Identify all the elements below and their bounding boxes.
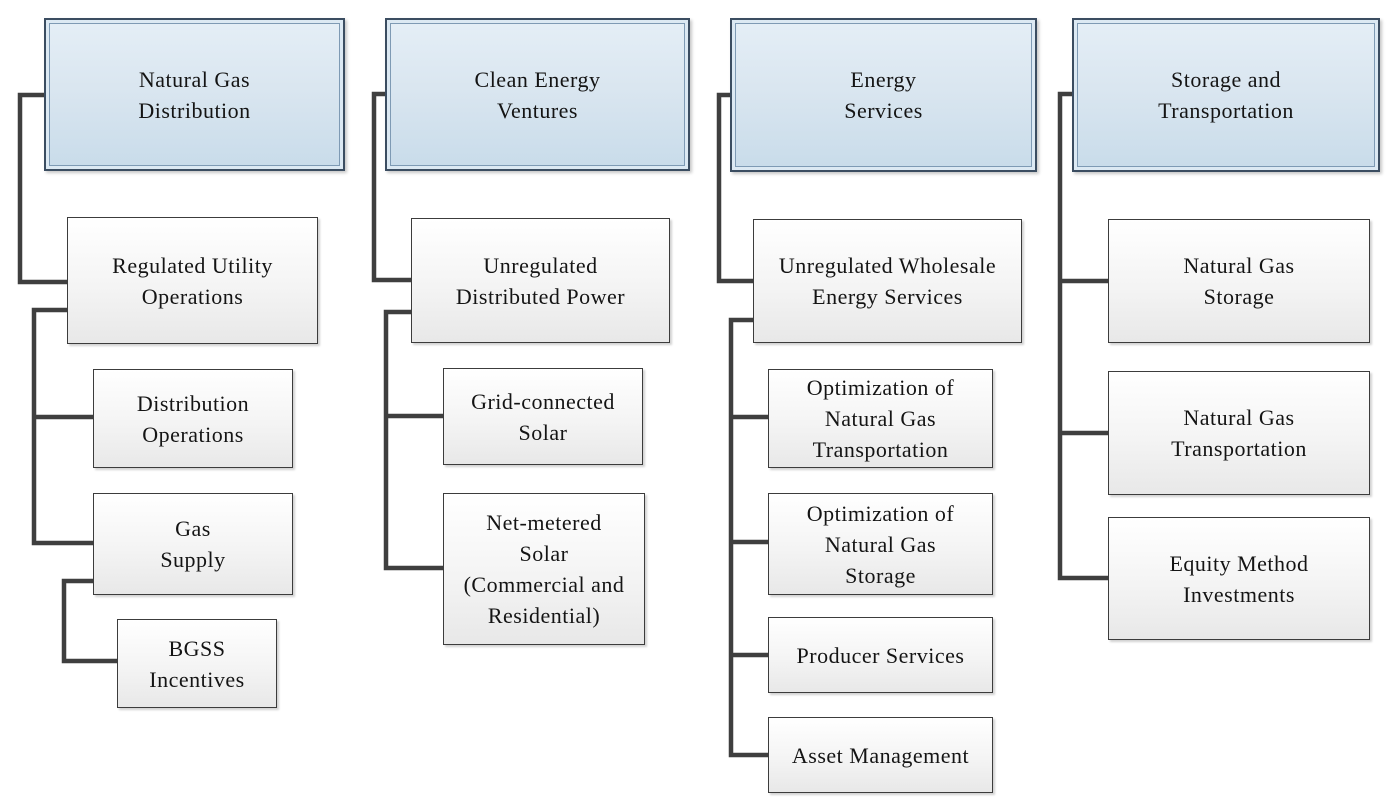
node-optimization-natural-gas-storage: Optimization of Natural Gas Storage xyxy=(768,493,993,595)
node-distribution-operations-label: Distribution Operations xyxy=(136,390,250,447)
connector-distributed-power-to-children xyxy=(383,309,443,571)
segment-storage-and-transportation-panel: Storage and Transportation xyxy=(1077,23,1375,167)
node-unregulated-distributed-power-label: Unregulated Distributed Power xyxy=(455,252,626,309)
connector-wholesale-to-children xyxy=(728,317,768,758)
node-grid-connected-solar-label: Grid-connected Solar xyxy=(471,388,615,445)
segment-energy-services-panel: Energy Services xyxy=(735,23,1032,167)
node-natural-gas-transportation: Natural Gas Transportation xyxy=(1108,371,1370,495)
node-grid-connected-solar: Grid-connected Solar xyxy=(443,368,643,465)
segment-natural-gas-distribution: Natural Gas Distribution xyxy=(44,18,345,171)
node-bgss-incentives-label: BGSS Incentives xyxy=(149,635,245,692)
segment-clean-energy-ventures-panel: Clean Energy Ventures xyxy=(390,23,685,166)
node-gas-supply-label: Gas Supply xyxy=(160,516,226,572)
node-bgss-incentives: BGSS Incentives xyxy=(117,619,277,708)
node-unregulated-wholesale-energy-services-label: Unregulated Wholesale Energy Services xyxy=(778,253,997,309)
segment-natural-gas-distribution-panel: Natural Gas Distribution xyxy=(49,23,340,166)
node-unregulated-distributed-power: Unregulated Distributed Power xyxy=(411,218,670,343)
node-gas-supply: Gas Supply xyxy=(93,493,293,595)
node-natural-gas-storage: Natural Gas Storage xyxy=(1108,219,1370,343)
segment-natural-gas-distribution-label: Natural Gas Distribution xyxy=(138,66,251,123)
node-distribution-operations: Distribution Operations xyxy=(93,369,293,468)
segment-clean-energy-ventures-label: Clean Energy Ventures xyxy=(474,66,601,123)
node-natural-gas-storage-label: Natural Gas Storage xyxy=(1183,253,1295,309)
segment-clean-energy-ventures: Clean Energy Ventures xyxy=(385,18,690,171)
node-optimization-natural-gas-storage-label: Optimization of Natural Gas Storage xyxy=(806,500,955,588)
node-regulated-utility-operations-label: Regulated Utility Operations xyxy=(112,252,273,309)
node-equity-method-investments-label: Equity Method Investments xyxy=(1169,550,1309,607)
node-asset-management: Asset Management xyxy=(768,717,993,793)
connector-regulated-utility-to-children xyxy=(31,307,93,546)
node-optimization-natural-gas-transportation-label: Optimization of Natural Gas Transportati… xyxy=(806,375,955,462)
segment-energy-services: Energy Services xyxy=(730,18,1037,172)
node-natural-gas-transportation-label: Natural Gas Transportation xyxy=(1171,405,1307,461)
segment-storage-and-transportation: Storage and Transportation xyxy=(1072,18,1380,172)
segment-storage-and-transportation-label: Storage and Transportation xyxy=(1158,67,1294,123)
node-equity-method-investments: Equity Method Investments xyxy=(1108,517,1370,640)
node-regulated-utility-operations: Regulated Utility Operations xyxy=(67,217,318,344)
node-asset-management-label: Asset Management xyxy=(791,742,970,768)
node-unregulated-wholesale-energy-services: Unregulated Wholesale Energy Services xyxy=(753,219,1022,343)
node-net-metered-solar: Net-metered Solar (Commercial and Reside… xyxy=(443,493,645,645)
node-producer-services-label: Producer Services xyxy=(796,642,965,668)
node-optimization-natural-gas-transportation: Optimization of Natural Gas Transportati… xyxy=(768,369,993,468)
node-producer-services: Producer Services xyxy=(768,617,993,693)
node-net-metered-solar-label: Net-metered Solar (Commercial and Reside… xyxy=(463,510,625,628)
segment-energy-services-label: Energy Services xyxy=(844,67,923,123)
